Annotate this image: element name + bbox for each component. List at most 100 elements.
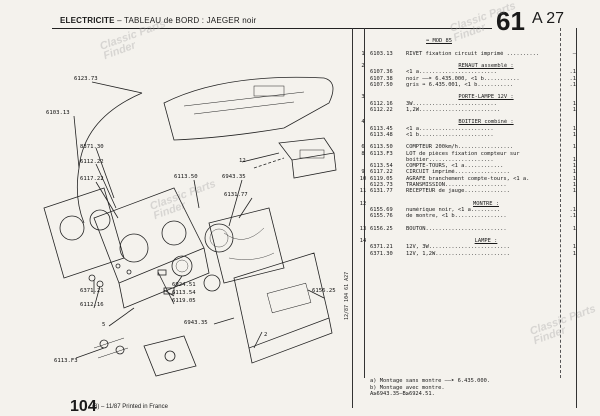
parts-qty: 1 — [572, 175, 576, 182]
callout-6371-21: 6371.21 — [80, 288, 104, 294]
callout-8371-30: 8371.30 — [80, 144, 104, 150]
parts-desc: gris ➡ 6.435.001, <1 b........... — [406, 81, 514, 88]
speedometer-cable — [76, 92, 143, 224]
parts-desc: TRANSMISSION................... — [406, 181, 507, 188]
parts-desc: BOITIER combiné : — [458, 119, 514, 126]
footnote: b) Montage avec montre. — [370, 384, 445, 391]
callout-6113-50: 6113.50 — [174, 174, 198, 180]
parts-qty: 1 — [572, 106, 576, 113]
callout-6117-22: 6117.22 — [80, 176, 104, 182]
callout-6113-54: 6113.54 — [172, 290, 196, 296]
parts-desc: 3W.......................... — [406, 100, 497, 107]
section-subtitle: – TABLEAU de BORD : JAEGER noir — [117, 16, 257, 25]
section-name: ELECTRICITE — [60, 16, 115, 25]
callout-12: 12 — [239, 158, 246, 164]
column-divider-right — [576, 28, 577, 408]
footer-page-number: 104 — [70, 398, 97, 415]
parts-ref: 6155.76 — [370, 213, 393, 219]
parts-qty: 1 — [572, 244, 576, 251]
parts-pos: 3 — [361, 94, 365, 101]
parts-qty: 1 — [572, 250, 576, 257]
clock-module — [278, 137, 335, 161]
parts-ref: 6113.F3 — [370, 150, 393, 157]
parts-qty: 1 — [572, 144, 576, 151]
callout-6112-16: 6112.16 — [80, 302, 104, 308]
parts-qty: 1 — [572, 156, 576, 163]
parts-desc: boitier.................... — [406, 156, 494, 163]
exploded-parts-diagram: 6123.73 6103.13 8371.30 6112.22 6117.22 … — [43, 76, 337, 377]
parts-qty: 1 — [572, 163, 576, 169]
speedometer — [204, 223, 234, 253]
parts-ref: 6371.21 — [370, 244, 393, 251]
parts-desc: numérique noir, <1 a......... — [406, 206, 501, 213]
parts-qty: 1 — [572, 225, 576, 232]
parts-desc: RENAUT assemblé : — [458, 63, 514, 69]
parts-pos: 12 — [359, 200, 367, 207]
page-number: 61 — [496, 6, 525, 36]
parts-qty: .1 — [569, 213, 577, 219]
parts-desc: MONTRE : — [473, 200, 499, 207]
parts-qty: .1 — [569, 75, 577, 82]
footnotes: a) Montage sans montre ——➤ 6.435.000. b)… — [370, 378, 580, 398]
dashboard-shell — [163, 76, 334, 141]
callout-6924-51: 6924.51 — [172, 282, 196, 288]
parts-desc: COMPTEUR 200km/h................. — [406, 144, 514, 151]
parts-pos: 4 — [361, 119, 365, 126]
parts-ref: 6156.25 — [370, 225, 393, 232]
parts-row: 6113.45 <1 a....................... 1 — [356, 126, 576, 132]
parts-desc: 12V, 3W......................... — [406, 244, 510, 251]
callout-6112-22: 6112.22 — [80, 159, 104, 165]
printed-circuit — [208, 207, 285, 284]
parts-desc: <1 a....................... — [406, 125, 494, 132]
column-divider-pos — [364, 28, 365, 378]
column-divider — [352, 28, 353, 408]
parts-desc: noir ——➤ 6.435.000, <1 b........... — [406, 75, 520, 82]
parts-qty: 1 — [572, 125, 576, 132]
parts-ref: 6113.50 — [370, 144, 393, 151]
parts-pos: 14 — [359, 238, 367, 244]
callout-6123-73: 6123.73 — [74, 76, 98, 82]
parts-ref: 6113.45 — [370, 125, 393, 132]
parts-ref: 6155.69 — [370, 206, 393, 213]
parts-ref: 6123.73 — [370, 181, 393, 188]
parts-row: 8 6113.F3 LOT de pièces fixation compteur … — [356, 151, 576, 157]
parts-pos: 13 — [359, 225, 367, 232]
page-header-title: ELECTRICITE – TABLEAU de BORD : JAEGER n… — [60, 16, 256, 25]
footnote: a) Montage sans montre ——➤ 6.435.000. — [370, 378, 491, 384]
parts-desc: <1 a........................ — [406, 69, 497, 76]
header-rule — [52, 28, 492, 29]
parts-desc: LOT de pièces fixation compteur sur — [406, 150, 520, 157]
parts-desc: COMPTE-TOURS, <1 a............ — [406, 163, 504, 169]
callout-6131-77: 6131.77 — [224, 192, 248, 198]
parts-qty: 1 — [572, 188, 576, 194]
parts-desc: BOUTON......................... — [406, 225, 507, 232]
parts-desc: CIRCUIT imprimé................. — [406, 169, 510, 176]
page-code: A 27 — [532, 10, 565, 27]
callout-6113-f3: 6113.F3 — [54, 358, 78, 364]
parts-qty: – — [572, 50, 576, 57]
parts-pos: 8 — [361, 150, 365, 157]
parts-desc: 1,2W......................... — [406, 106, 501, 113]
parts-desc: RIVET fixation circuit imprimé .........… — [406, 50, 540, 57]
side-reference-code: 12/87 104 61 A27 — [344, 271, 350, 320]
callout-6943-35: 6943.35 — [222, 174, 246, 180]
rear-housing — [233, 252, 330, 349]
mounting-plate — [143, 335, 197, 377]
parts-row: 12 MONTRE : — [356, 201, 576, 207]
parts-row: boitier.................... 1 — [356, 157, 576, 163]
parts-row: 6371.21 12V, 3W......................... 1 — [356, 244, 576, 250]
